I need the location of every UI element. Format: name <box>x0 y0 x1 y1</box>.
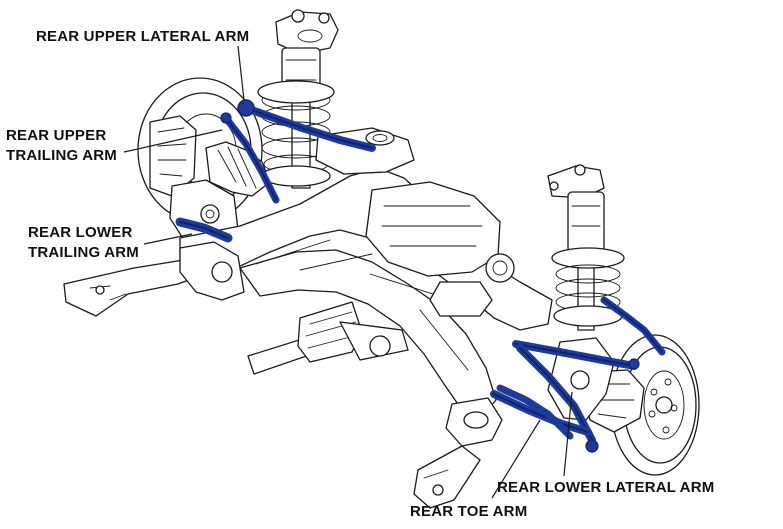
rear-lower-lateral-arm <box>512 340 640 453</box>
label-lower-trailing-arm-line1: REAR LOWER <box>28 224 133 241</box>
propeller-shaft <box>247 301 409 375</box>
leader-toe-arm <box>491 419 541 499</box>
left-strut-top-mount <box>275 9 339 55</box>
right-frame-mount <box>413 397 503 509</box>
label-upper-trailing-arm-line2: TRAILING ARM <box>6 147 117 164</box>
left-frame-mount <box>63 241 245 317</box>
label-toe-arm: REAR TOE ARM <box>410 503 528 520</box>
leader-lower-trailing <box>143 233 193 245</box>
label-lower-trailing-arm-line2: TRAILING ARM <box>28 244 139 261</box>
right-coil-spring <box>551 247 625 327</box>
rear-lower-trailing-arm <box>175 217 233 243</box>
right-brake-rotor <box>610 334 700 476</box>
left-caliper <box>149 115 197 197</box>
rear-toe-arm <box>490 384 592 440</box>
leader-upper-trailing <box>123 129 223 153</box>
label-upper-lateral-arm: REAR UPPER LATERAL ARM <box>36 28 250 45</box>
leader-lower-lateral <box>563 391 573 477</box>
rear-upper-lateral-arm <box>237 99 666 356</box>
leader-upper-lateral <box>237 45 245 101</box>
label-lower-lateral-arm: REAR LOWER LATERAL ARM <box>497 479 715 496</box>
left-coil-spring <box>257 80 335 187</box>
rear-upper-trailing-arm <box>220 112 280 204</box>
right-strut-top-mount <box>547 164 605 199</box>
upper-lateral-arm-bushing <box>237 99 255 117</box>
rear-differential <box>365 181 515 317</box>
label-upper-trailing-arm-line1: REAR UPPER <box>6 127 107 144</box>
